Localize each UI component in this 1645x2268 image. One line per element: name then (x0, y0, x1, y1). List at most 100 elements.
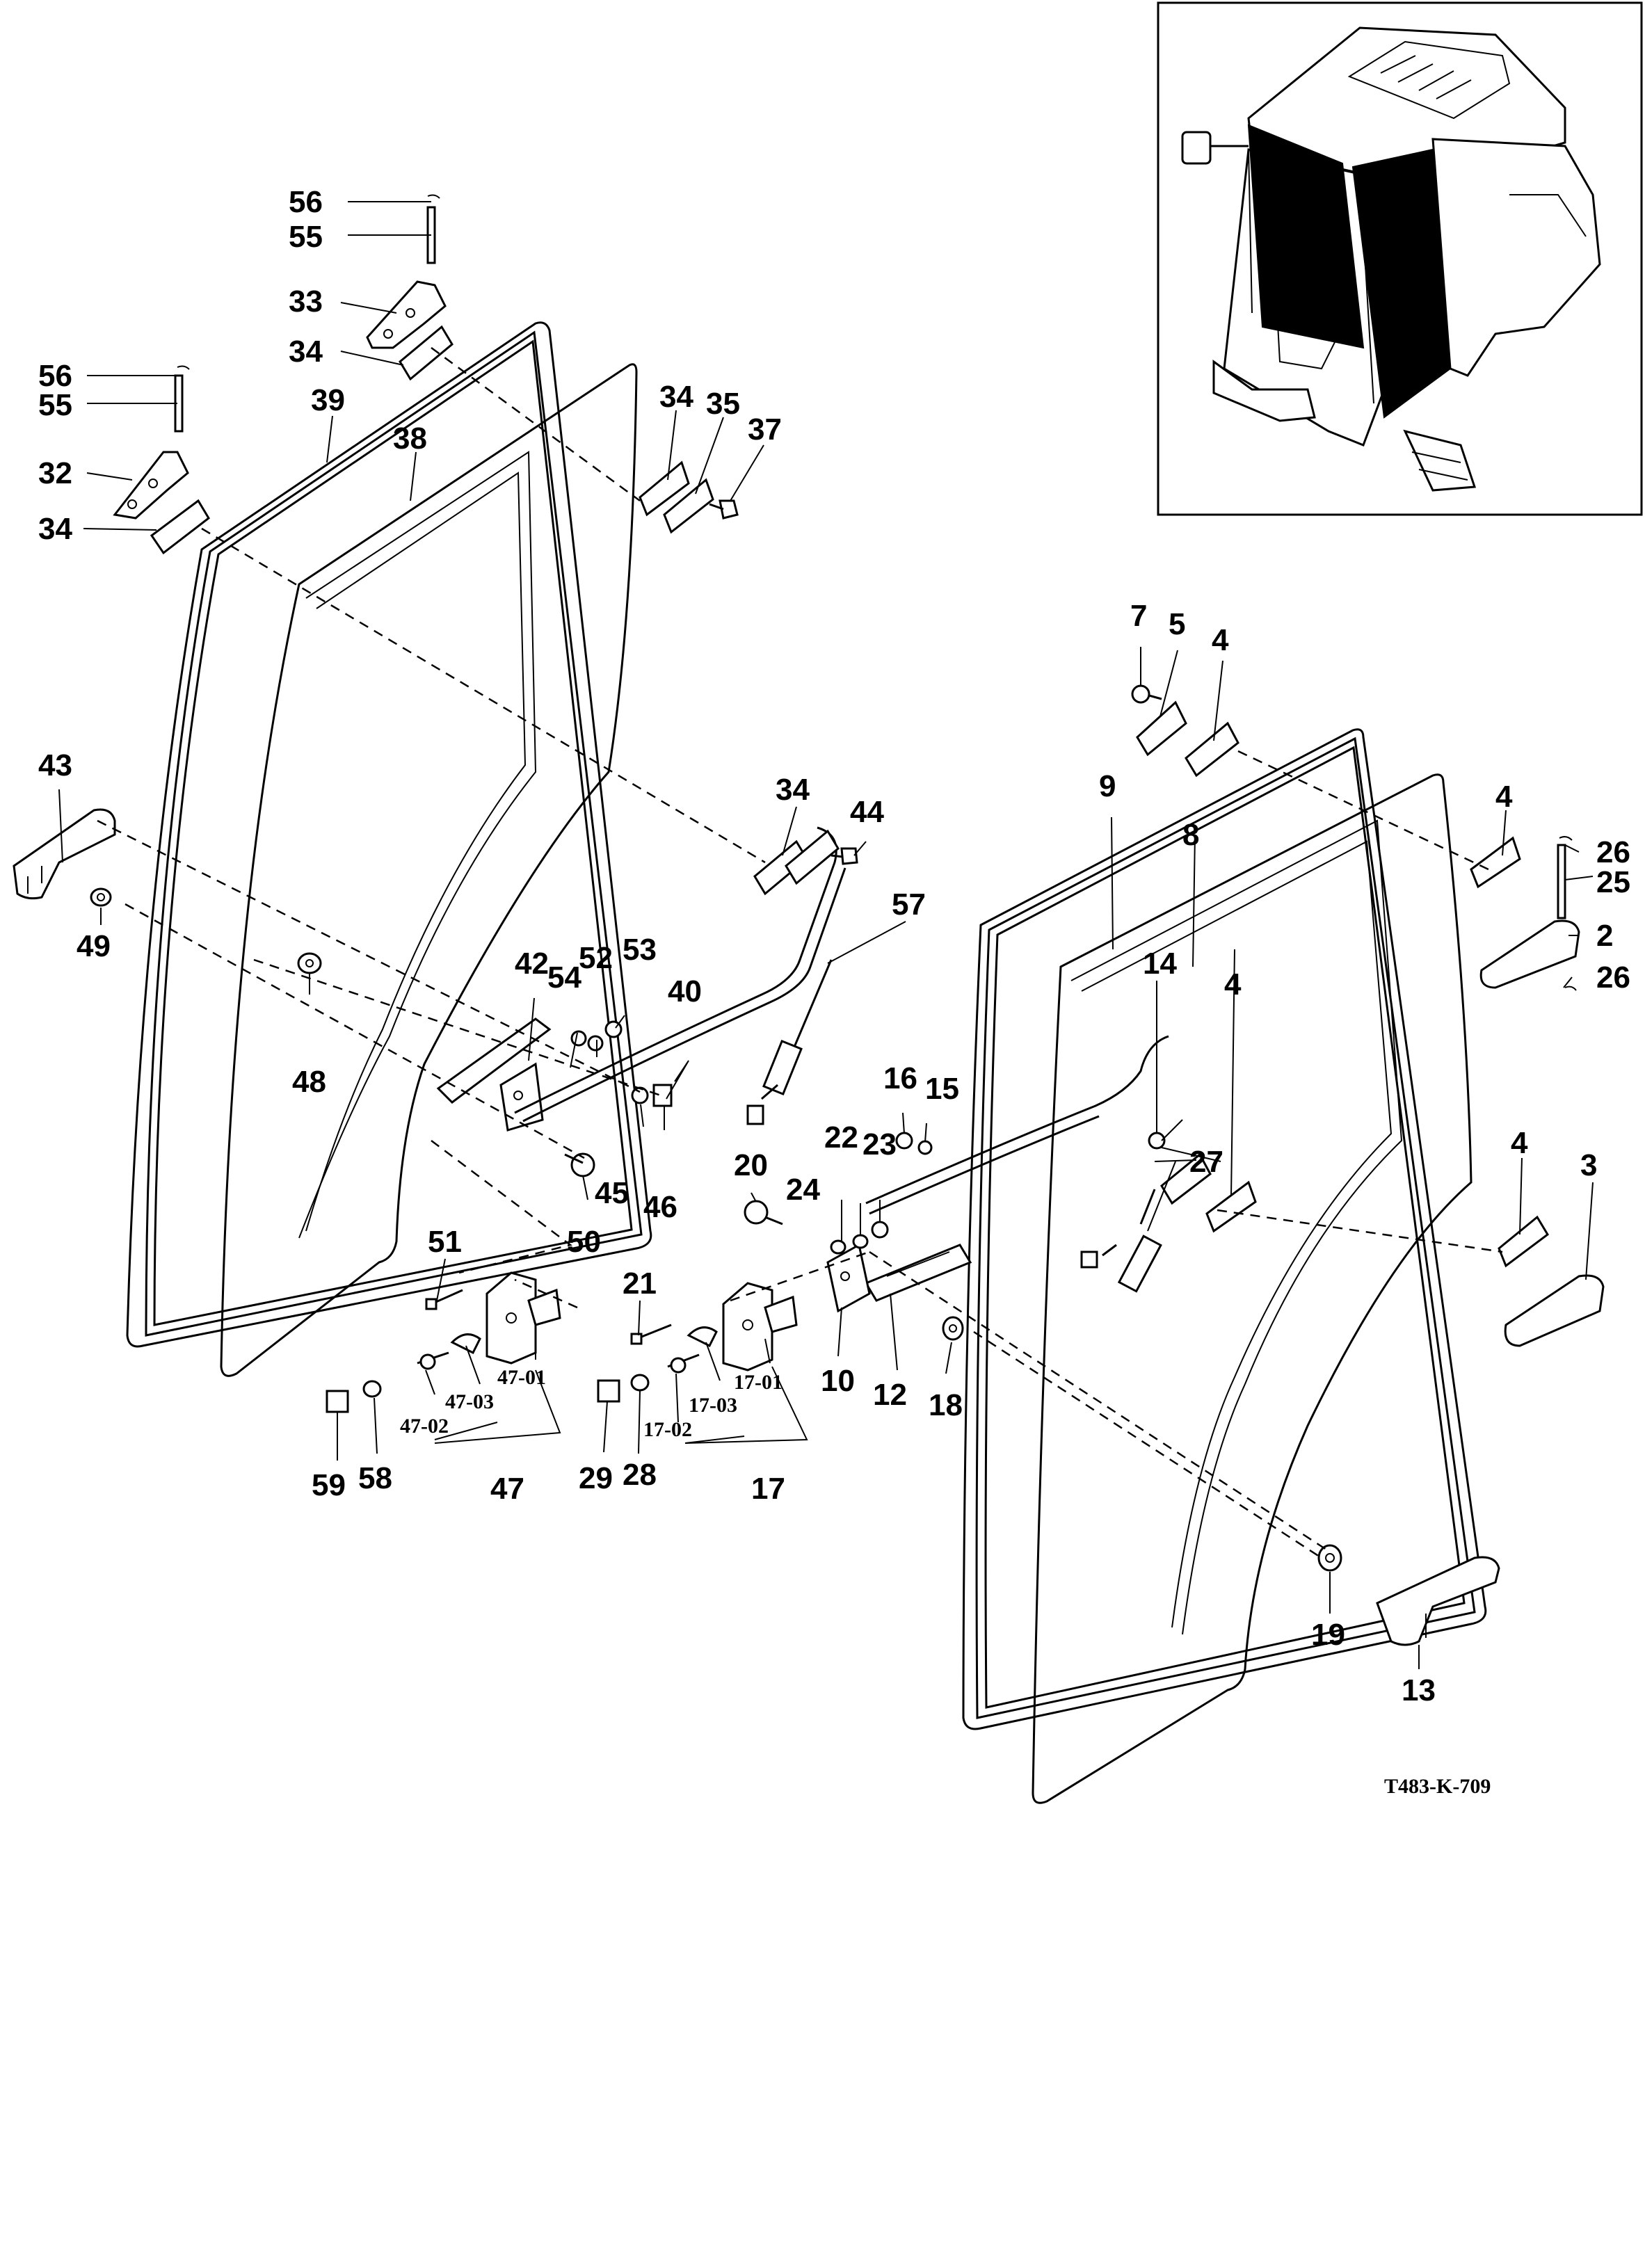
door-glass-8 (1032, 773, 1473, 1804)
bracket-12 (864, 1244, 972, 1302)
nut-16 (895, 1132, 913, 1150)
right-door-group (597, 684, 1605, 1804)
plate-35 (663, 478, 714, 534)
striker-47-02 (417, 1351, 449, 1370)
assembly-lines (97, 346, 1503, 1559)
callout-24: 24 (786, 1173, 820, 1207)
callout-47: 47 (490, 1472, 524, 1506)
callout-39: 39 (311, 383, 345, 417)
callout-10: 10 (821, 1364, 855, 1398)
clip-47-03 (450, 1333, 481, 1355)
plate-34-e (785, 829, 840, 885)
plate-4-b (1470, 836, 1521, 889)
callout-37: 37 (748, 412, 782, 447)
drawing-code: T483-K-709 (1384, 1775, 1491, 1798)
callout-23: 23 (862, 1127, 897, 1161)
callout-55: 55 (289, 220, 323, 254)
plate-34-a (399, 325, 454, 381)
callout-47-01: 47-01 (497, 1366, 546, 1389)
callout-12: 12 (873, 1378, 907, 1412)
callout-43: 43 (38, 748, 72, 782)
bolt-7 (1131, 684, 1162, 704)
callout-34: 34 (289, 335, 323, 369)
callout-46: 46 (643, 1190, 677, 1224)
callout-55: 55 (38, 388, 72, 422)
callout-2: 2 (1596, 919, 1613, 953)
latch-17 (722, 1282, 798, 1372)
leader-lines (58, 201, 1594, 1669)
callout-56: 56 (38, 359, 72, 393)
washer-19 (1317, 1544, 1342, 1572)
plate-5 (1136, 700, 1187, 757)
latch-47 (486, 1271, 561, 1365)
callout-34: 34 (659, 380, 693, 414)
callout-4: 4 (1511, 1126, 1528, 1160)
door-seal-9 (962, 728, 1487, 1730)
callout-32: 32 (38, 456, 72, 490)
catch-59 (326, 1390, 349, 1413)
bolt-20 (744, 1200, 783, 1225)
callout-57: 57 (892, 887, 926, 922)
washer-58 (362, 1380, 382, 1398)
nut-46 (652, 1084, 673, 1107)
callout-42: 42 (515, 947, 549, 981)
callout-21: 21 (623, 1266, 657, 1301)
washer-28 (630, 1374, 650, 1392)
callout-5: 5 (1169, 607, 1185, 641)
callout-50: 50 (567, 1225, 601, 1259)
callout-33: 33 (289, 284, 323, 319)
callout-3: 3 (1580, 1148, 1597, 1182)
gas-strut-57 (746, 959, 833, 1125)
callout-18: 18 (929, 1388, 963, 1422)
plate-4-d (1498, 1215, 1549, 1268)
callout-35: 35 (706, 387, 740, 421)
washer-45 (631, 1086, 649, 1104)
cab-overview-inset (1157, 1, 1643, 516)
callout-7: 7 (1130, 599, 1147, 633)
callout-26: 26 (1596, 835, 1630, 869)
callout-19: 19 (1311, 1618, 1345, 1652)
washer-22 (852, 1234, 869, 1249)
callout-47-03: 47-03 (445, 1390, 494, 1413)
handle-43 (13, 808, 116, 900)
callout-17: 17 (751, 1472, 785, 1506)
washer-15 (917, 1140, 933, 1155)
callout-22: 22 (824, 1120, 858, 1155)
callout-34: 34 (776, 773, 810, 807)
left-door-group (13, 194, 858, 1413)
bolt-14 (1148, 1132, 1166, 1150)
gas-strut-27 (1080, 1189, 1162, 1293)
screw-21 (630, 1324, 672, 1345)
washer-18 (942, 1316, 964, 1341)
callout-48: 48 (292, 1065, 326, 1099)
bolt-50 (564, 1152, 595, 1177)
callout-17-02: 17-02 (643, 1418, 692, 1441)
callout-47-02: 47-02 (400, 1415, 449, 1438)
door-glass-38 (220, 363, 638, 1377)
callout-49: 49 (77, 929, 111, 963)
callout-58: 58 (358, 1461, 392, 1495)
bracket-42 (436, 1018, 552, 1132)
callout-53: 53 (623, 933, 657, 967)
callout-4: 4 (1224, 967, 1242, 1002)
callout-44: 44 (850, 795, 884, 829)
lock-10 (826, 1243, 871, 1313)
callout-8: 8 (1182, 818, 1199, 852)
callout-38: 38 (393, 421, 427, 456)
callouts: 56 55 33 34 56 55 39 38 32 34 34 35 37 4… (38, 185, 1630, 1798)
washer-54 (570, 1030, 587, 1047)
callout-28: 28 (623, 1458, 657, 1492)
screw-51 (425, 1289, 463, 1310)
callout-54: 54 (547, 960, 581, 995)
hinge-32 (113, 365, 190, 520)
callout-15: 15 (925, 1072, 959, 1106)
bolt-44 (830, 847, 858, 865)
callout-34: 34 (38, 512, 72, 546)
callout-17-01: 17-01 (734, 1371, 783, 1394)
callout-56: 56 (289, 185, 323, 219)
washer-49 (90, 887, 112, 907)
callout-14: 14 (1143, 947, 1177, 981)
callout-59: 59 (312, 1468, 346, 1502)
callout-40: 40 (668, 974, 702, 1008)
